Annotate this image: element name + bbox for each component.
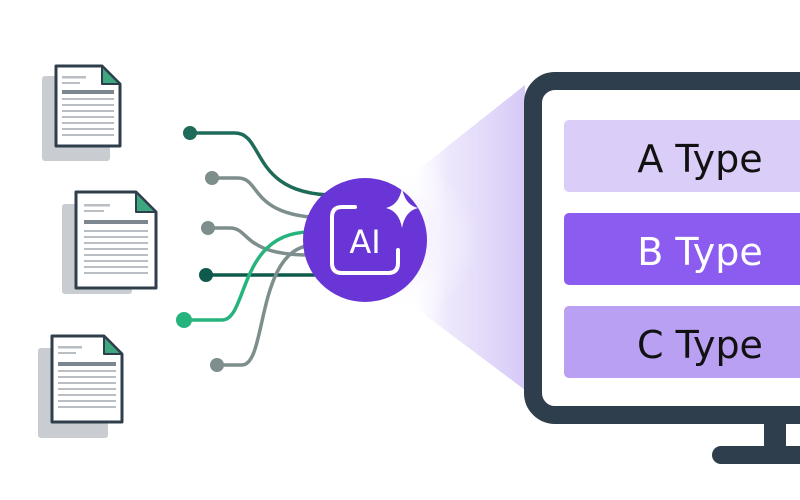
- category-c-box: [564, 306, 800, 378]
- connector-line: [188, 131, 337, 197]
- doc-corner: [103, 335, 123, 355]
- category-a-label: A Type: [637, 137, 762, 181]
- ai-label: AI: [349, 223, 380, 261]
- connector-dot: [176, 312, 192, 328]
- connector-line: [215, 243, 317, 367]
- category-a-box: [564, 120, 800, 192]
- document-icon: [42, 64, 122, 161]
- connector-dot: [199, 268, 213, 282]
- doc-page: [74, 190, 158, 290]
- category-b-type: B Type: [564, 213, 800, 285]
- monitor-stand-base: [712, 446, 800, 464]
- connector-dot: [205, 171, 219, 185]
- connector-lines: [182, 131, 337, 367]
- category-c-label: C Type: [637, 323, 763, 367]
- document-icon: [62, 190, 158, 294]
- sparkle-icon: [386, 188, 418, 228]
- category-list: A Type B Type C Type: [564, 120, 800, 378]
- doc-corner: [101, 65, 121, 85]
- category-a-type: A Type: [564, 120, 800, 192]
- connector-endpoints: [176, 126, 224, 372]
- category-c-type: C Type: [564, 306, 800, 378]
- ai-frame: [330, 205, 400, 275]
- connector-line: [182, 230, 312, 322]
- connector-dot: [201, 221, 215, 235]
- document-icon: [38, 334, 124, 438]
- category-b-label: B Type: [637, 230, 762, 274]
- doc-corner: [135, 191, 157, 213]
- connector-dot: [183, 126, 197, 140]
- monitor-stand-neck: [764, 415, 786, 455]
- connector-line: [210, 176, 332, 220]
- ai-badge: AI: [303, 178, 427, 302]
- connector-dot: [210, 358, 224, 372]
- category-b-box: [564, 213, 800, 285]
